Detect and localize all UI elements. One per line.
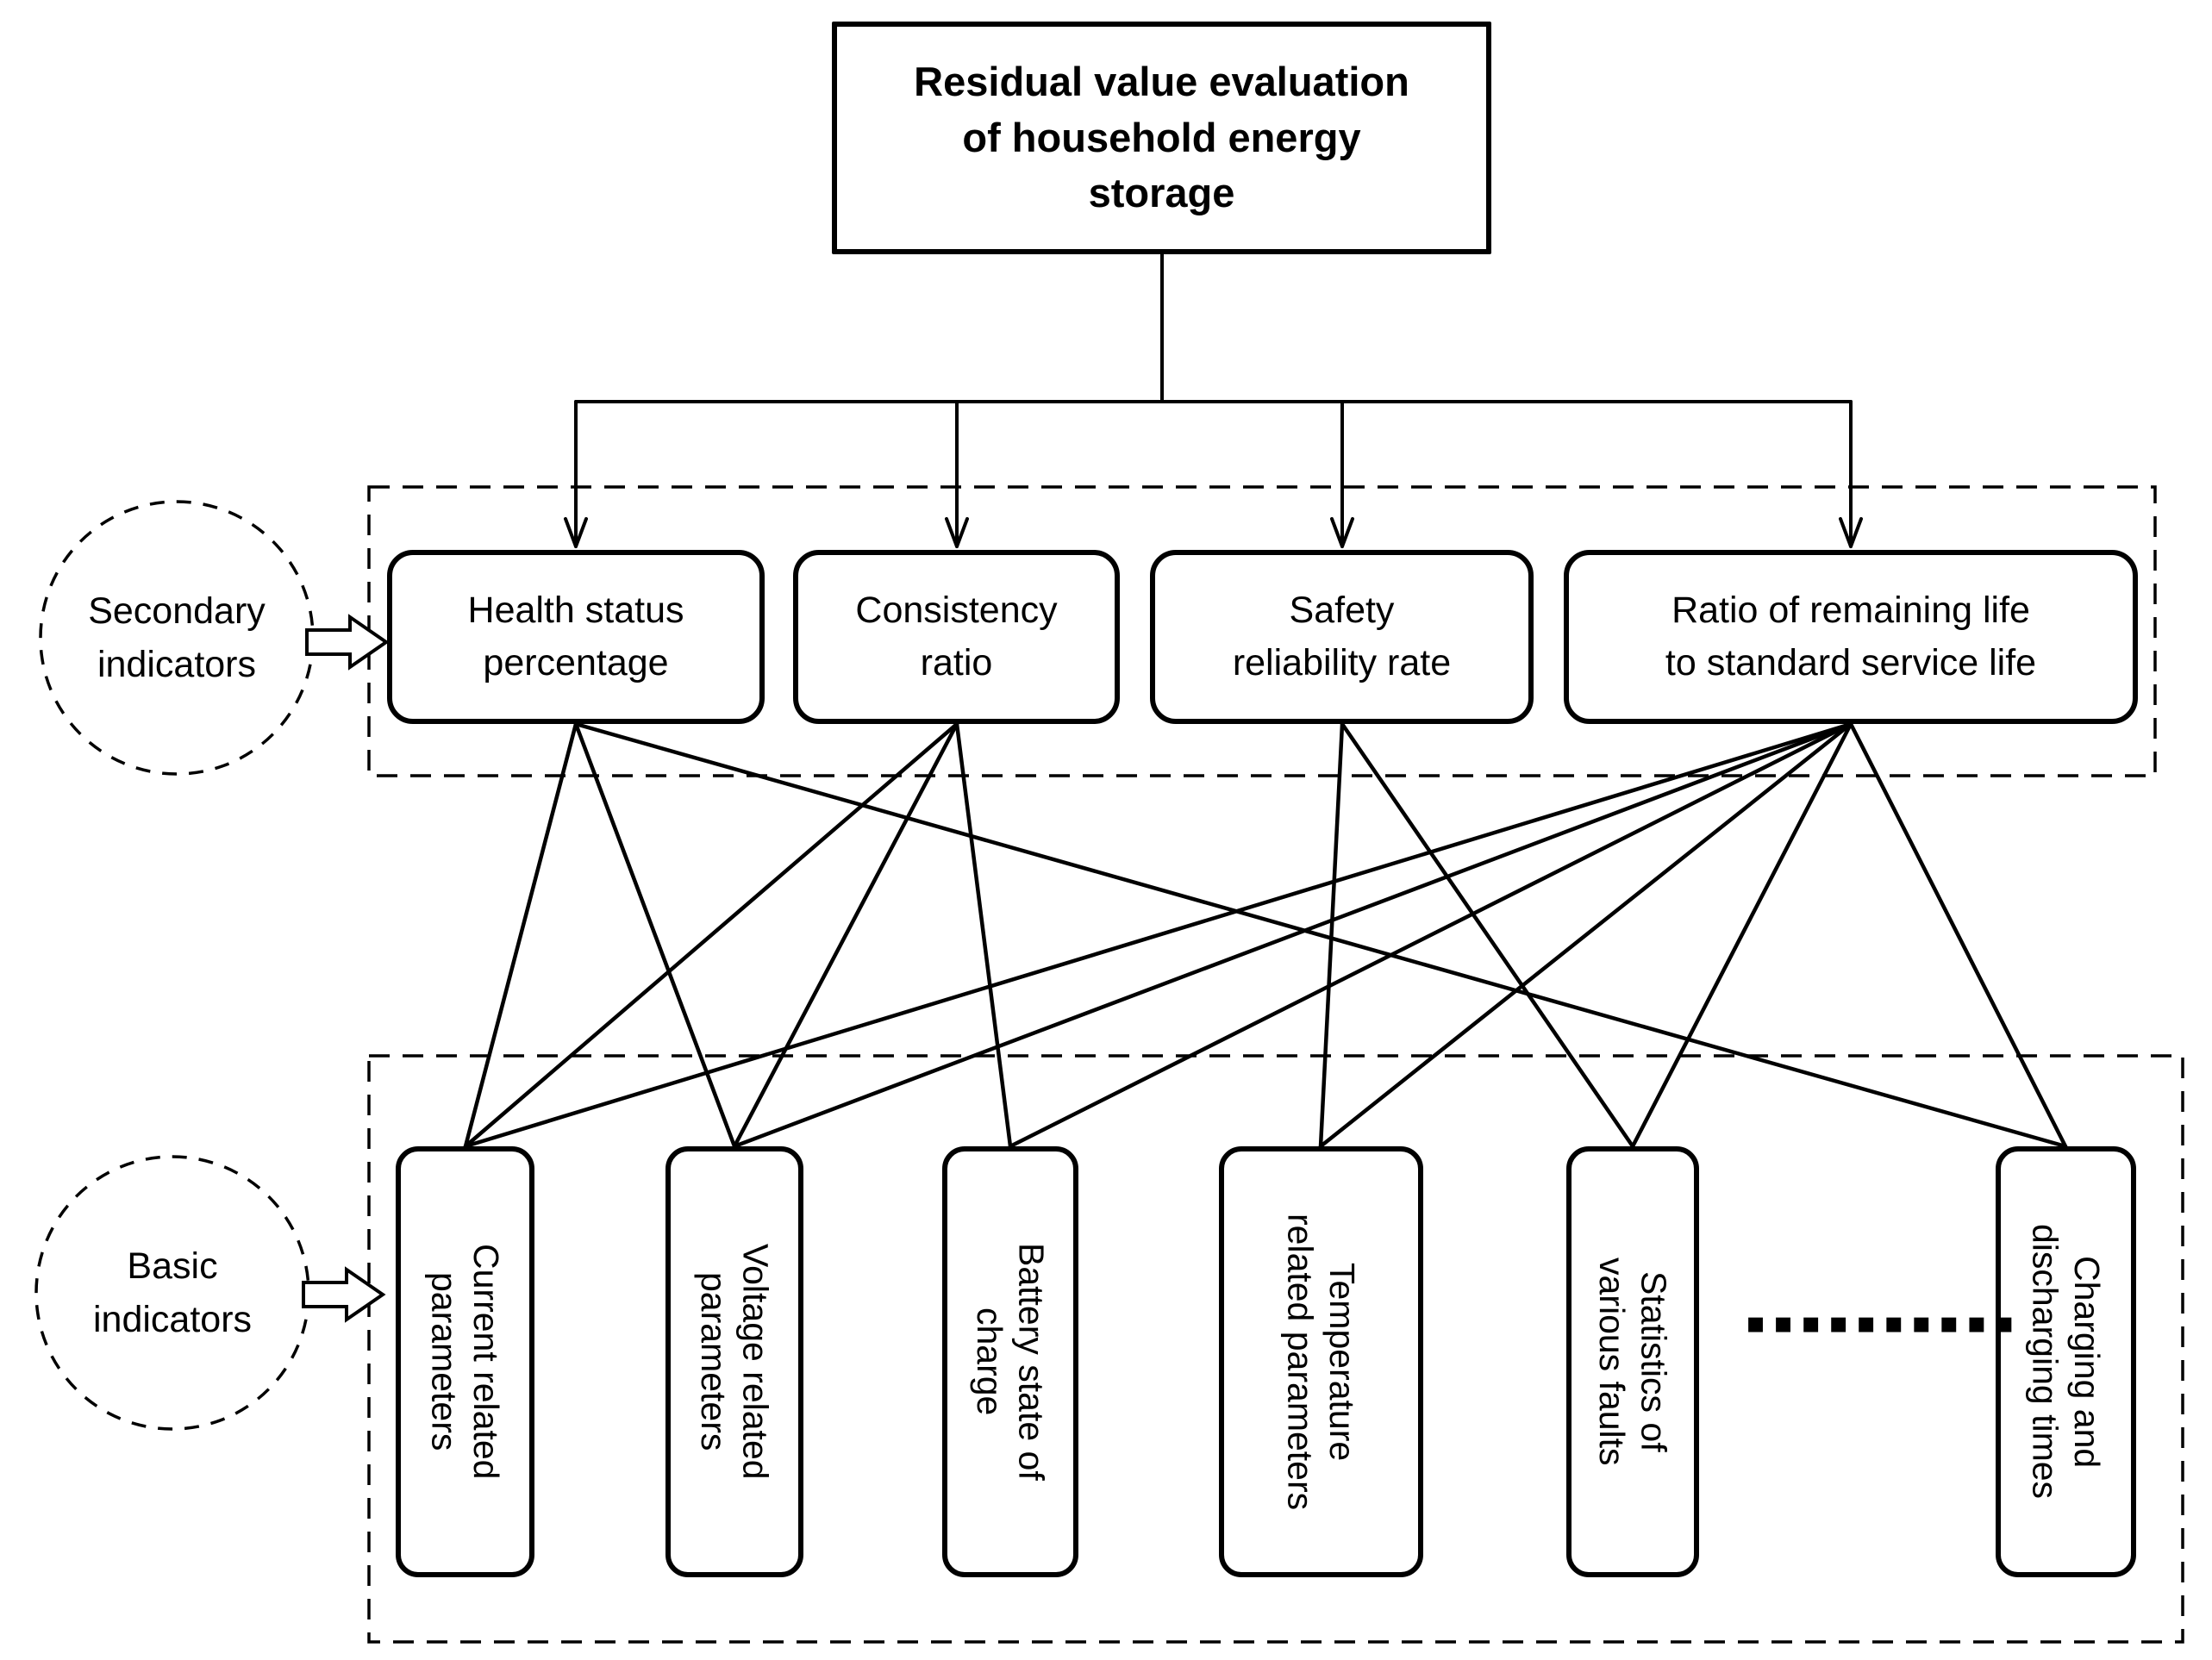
node-ratio-remaining-life: Ratio of remaining life to standard serv… (1564, 550, 2138, 724)
node-safety-reliability-rate: Safety reliability rate (1150, 550, 1534, 724)
basic-indicators-label: Basic indicators (92, 1245, 253, 1340)
node-battery-state-of-charge: Battery state of charge (942, 1146, 1078, 1577)
node-charging-discharging-times: Charging and discharging times (1996, 1146, 2136, 1577)
node-voltage-related-parameters: Voltage related parameters (665, 1146, 803, 1577)
node-consistency-ratio: Consistency ratio (793, 550, 1120, 724)
node-health-status-percentage: Health status percentage (387, 550, 765, 724)
basic-group-dashed-rect (367, 1054, 2184, 1644)
node-root-title: Residual value evaluation of household e… (832, 22, 1491, 254)
root-title-label: Residual value evaluation of household e… (914, 58, 1409, 216)
ellipsis-dots: ▪▪▪▪▪▪▪▪▪▪ (1746, 1306, 2022, 1340)
node-statistics-of-faults: Statistics of various faults (1566, 1146, 1699, 1577)
basic-block-arrow-icon (302, 1266, 386, 1323)
node-temperature-related-parameters: Temperature related parameters (1219, 1146, 1423, 1577)
node-current-related-parameters: Current related parameters (396, 1146, 534, 1577)
secondary-indicators-label: Secondary indicators (88, 590, 266, 685)
connector-lines (463, 253, 2068, 1149)
secondary-block-arrow-icon (305, 614, 390, 671)
